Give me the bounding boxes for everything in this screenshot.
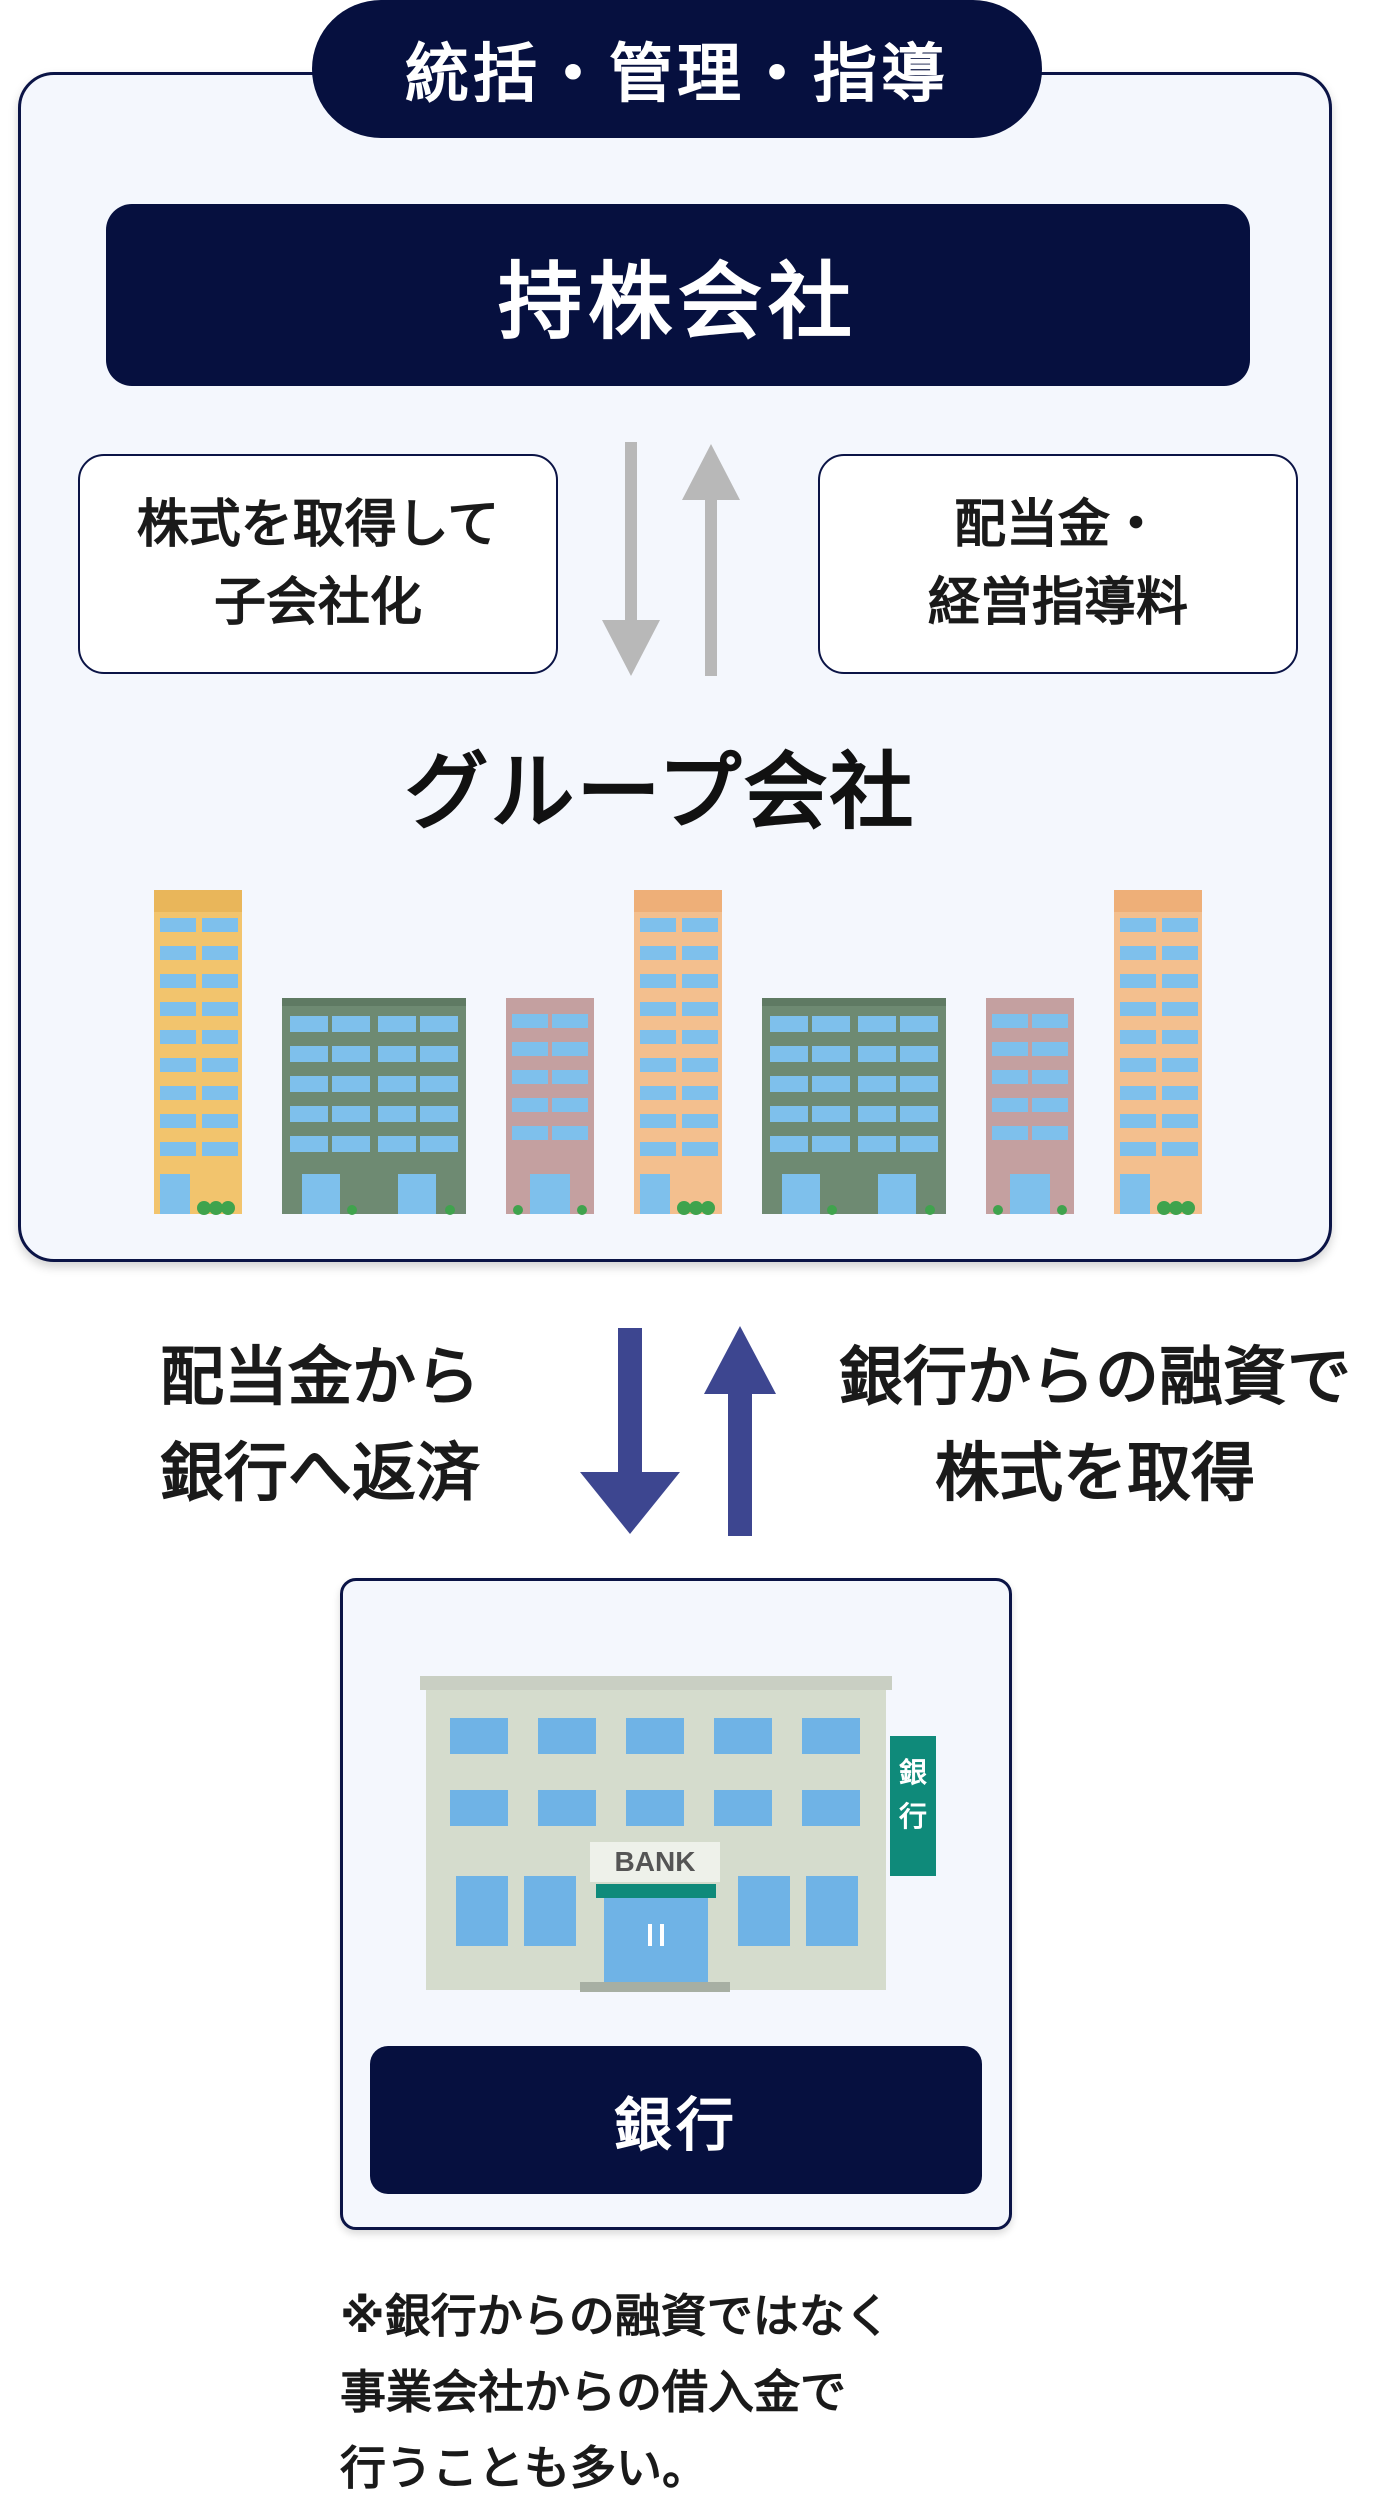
building-icon <box>986 998 1074 1215</box>
panel-header-pill: 統括・管理・指導 <box>312 0 1042 138</box>
repay-bank-text: 配当金から 銀行へ返済 <box>110 1330 530 1522</box>
acquire-shares-note-line1: 株式を取得して <box>136 495 500 555</box>
group-companies-buildings <box>154 890 1202 1215</box>
arrow-up-icon <box>704 1326 776 1536</box>
holding-company-box: 持株会社 <box>106 204 1250 386</box>
building-icon <box>762 998 946 1215</box>
footnote-line2: 事業会社からの借入金で <box>340 2365 846 2419</box>
loan-acquire-text-line1: 銀行からの融資で <box>839 1341 1351 1415</box>
arrow-down-icon <box>602 442 660 676</box>
loan-acquire-text-line2: 株式を取得 <box>935 1437 1255 1511</box>
group-companies-title: グループ会社 <box>404 742 916 841</box>
bank-side-sign-2: 行 <box>898 1800 927 1833</box>
building-icon <box>154 890 242 1215</box>
arrow-down-icon <box>580 1328 680 1534</box>
footnote-line1: ※銀行からの融資ではなく <box>340 2289 891 2343</box>
acquire-shares-note-line2: 子会社化 <box>213 573 422 633</box>
bank-building-icon: BANK 銀 行 <box>420 1676 936 1992</box>
acquire-shares-note: 株式を取得して 子会社化 <box>78 454 558 674</box>
bank-flow-arrows <box>580 1326 776 1536</box>
building-icon <box>634 890 722 1215</box>
building-icon <box>282 998 466 1215</box>
repay-bank-text-line2: 銀行へ返済 <box>160 1437 480 1511</box>
footnote: ※銀行からの融資ではなく 事業会社からの借入金で 行うことも多い。 <box>340 2278 891 2506</box>
footnote-line3: 行うことも多い。 <box>340 2441 708 2495</box>
dividend-fee-note: 配当金・ 経営指導料 <box>818 454 1298 674</box>
bank-sign-text: BANK <box>615 1846 696 1877</box>
arrow-up-icon <box>682 444 740 676</box>
bank-label: 銀行 <box>370 2046 982 2194</box>
building-icon <box>506 998 594 1215</box>
bank-side-sign-1: 銀 <box>899 1756 927 1789</box>
building-icon <box>1114 890 1202 1215</box>
repay-bank-text-line1: 配当金から <box>160 1341 480 1415</box>
dividend-fee-note-line1: 配当金・ <box>953 495 1162 555</box>
holding-group-arrows <box>602 442 740 676</box>
dividend-fee-note-line2: 経営指導料 <box>927 573 1188 633</box>
loan-acquire-text: 銀行からの融資で 株式を取得 <box>800 1330 1390 1522</box>
